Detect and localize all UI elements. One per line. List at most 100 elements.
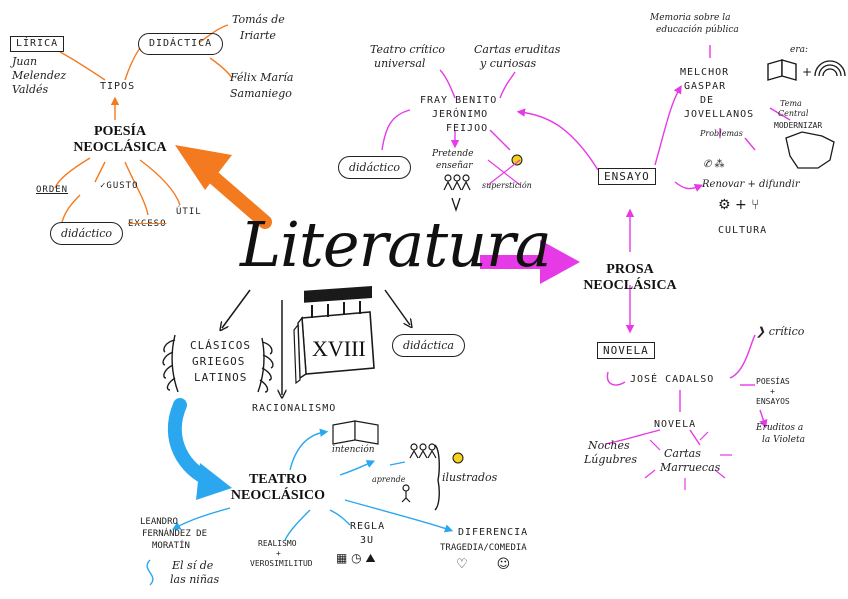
- cartas-1: Cartas: [664, 447, 701, 460]
- clasicos-3: LATINOS: [194, 371, 248, 384]
- feijoo-1: FRAY BENITO: [420, 95, 498, 106]
- renovar-label: Renovar + difundir: [702, 179, 800, 190]
- open-book-icon: [332, 420, 379, 445]
- clasicos-2: GRIEGOS: [192, 355, 246, 368]
- cadalso-label: JOSÉ CADALSO: [630, 374, 715, 385]
- cultura-label: CULTURA: [718, 225, 768, 236]
- iriarte-2: Iriarte: [240, 29, 276, 42]
- down-arrow-icon: [451, 197, 461, 213]
- feijoo-2: JERÓNIMO: [432, 109, 489, 120]
- regla-2: 3U: [360, 535, 375, 546]
- memoria-2: educación pública: [656, 25, 739, 35]
- poesia-heading-line2: NEOCLÁSICA: [73, 140, 167, 156]
- poesia-links: [54, 24, 233, 223]
- middle-didactica-bubble: didáctica: [392, 334, 465, 357]
- clasicos-1: CLÁSICOS: [190, 339, 251, 352]
- eruditos-1: Eruditos a: [756, 423, 804, 433]
- diferencia-1: DIFERENCIA: [458, 527, 529, 538]
- samaniego-2: Samaniego: [230, 87, 292, 100]
- pretende-1: Pretende: [432, 149, 474, 159]
- ensayo-label: ENSAYO: [598, 168, 656, 185]
- ilustrados-label: ilustrados: [442, 471, 498, 484]
- feijoo-work1-2: universal: [374, 57, 426, 70]
- diferencia-2: TRAGEDIA/COMEDIA: [440, 543, 527, 553]
- aprende-label: aprende: [372, 475, 406, 484]
- cultura-icons: ⚙ + ⑂: [718, 197, 760, 213]
- spain-map-icon: [785, 131, 835, 169]
- realismo-3: VEROSIMILITUD: [250, 559, 313, 568]
- si-ninas-2: las niñas: [170, 573, 220, 586]
- feijoo-3: FEIJOO: [446, 123, 489, 134]
- jovellanos-4: JOVELLANOS: [684, 109, 755, 120]
- trait-gusto: ✓GUSTO: [100, 181, 139, 191]
- lightbulb-icon: [452, 154, 523, 464]
- teatro-links: [146, 428, 454, 586]
- cartas-rays: [644, 431, 732, 490]
- problems-icons: ✆ ⁂: [703, 159, 725, 170]
- poesia-heading: POESÍA NEOCLÁSICA: [70, 124, 170, 156]
- trait-orden: ORDEN: [36, 185, 69, 195]
- people-icon: [401, 174, 471, 503]
- samaniego-1: Félix María: [230, 71, 294, 84]
- era-label: era:: [790, 45, 809, 55]
- arrow-to-prosa: [480, 240, 580, 284]
- tema-2: Central: [778, 109, 809, 118]
- feijoo-didactico-bubble: didáctico: [338, 156, 412, 179]
- calendar-icon: [293, 285, 375, 385]
- feijoo-work1-1: Teatro crítico: [370, 43, 446, 56]
- feijoo-work2-1: Cartas eruditas: [474, 43, 561, 56]
- supersticion-label: superstición: [482, 181, 532, 190]
- lirica-author-1: Juan: [12, 55, 38, 68]
- poesias-1: POESÍAS: [756, 377, 790, 386]
- prosa-heading-line1: PROSA: [606, 262, 654, 277]
- noches-2: Lúgubres: [584, 453, 637, 466]
- novela-label: NOVELA: [597, 342, 655, 359]
- arrow-to-clasicos: [222, 289, 251, 328]
- teatro-heading-line2: NEOCLÁSICO: [230, 488, 326, 504]
- regla-1: REGLA: [350, 521, 386, 532]
- leandro-3: MORATÍN: [152, 541, 190, 551]
- regla-icons: ▦ ◷ ⛰: [336, 551, 376, 565]
- prosa-heading: PROSA NEOCLÁSICA: [578, 262, 682, 294]
- si-ninas-1: El sí de: [172, 559, 214, 572]
- trait-gusto-label: GUSTO: [106, 181, 139, 191]
- cartas-2: Marruecas: [660, 461, 721, 474]
- noches-1: Noches: [588, 439, 630, 452]
- arrow-to-didactica: [384, 289, 410, 325]
- tema-1: Tema: [780, 99, 802, 108]
- prosa-heading-line2: NEOCLÁSICA: [583, 278, 677, 294]
- novela-sub-label: NOVELA: [654, 419, 697, 430]
- prosa-links: [381, 45, 791, 446]
- jovellanos-3: DE: [700, 95, 715, 106]
- iriarte-1: Tomás de: [232, 13, 285, 26]
- masks-icons: ♡ ☺: [456, 557, 511, 572]
- teatro-heading: TEATRO NEOCLÁSICO: [218, 472, 338, 504]
- pretende-2: enseñar: [436, 161, 473, 171]
- critico-text: crítico: [768, 325, 805, 338]
- lirica-author-2: Melendez: [12, 69, 67, 82]
- leandro-2: FERNÁNDEZ DE: [142, 529, 208, 539]
- poesias-2: +: [770, 387, 776, 396]
- modernizar-label: MODERNIZAR: [774, 121, 823, 130]
- intencion-label: intención: [332, 445, 375, 455]
- plus-sign: +: [802, 65, 813, 79]
- problemas-label: Problemas: [700, 129, 743, 138]
- critico-label: ❯ crítico: [756, 325, 805, 338]
- brace-icon: [434, 444, 440, 511]
- cross-icon: [487, 159, 521, 186]
- poesias-3: ENSAYOS: [756, 397, 790, 406]
- didactica-label: DIDÁCTICA: [138, 33, 224, 55]
- trait-exceso: EXCESO: [128, 219, 167, 229]
- arrow-to-teatro: [167, 398, 232, 500]
- jovellanos-1: MELCHOR: [680, 67, 730, 78]
- arrow-to-poesia: [175, 145, 272, 229]
- teatro-heading-line1: TEATRO: [248, 472, 308, 487]
- eruditos-2: la Violeta: [762, 435, 805, 445]
- rainbow-icon: [814, 60, 846, 77]
- realismo-2: +: [276, 549, 282, 558]
- lirica-author-3: Valdés: [12, 83, 49, 96]
- book-icon: [767, 59, 797, 81]
- poesia-didactico-bubble: didáctico: [50, 222, 124, 245]
- racionalismo-label: RACIONALISMO: [252, 403, 337, 414]
